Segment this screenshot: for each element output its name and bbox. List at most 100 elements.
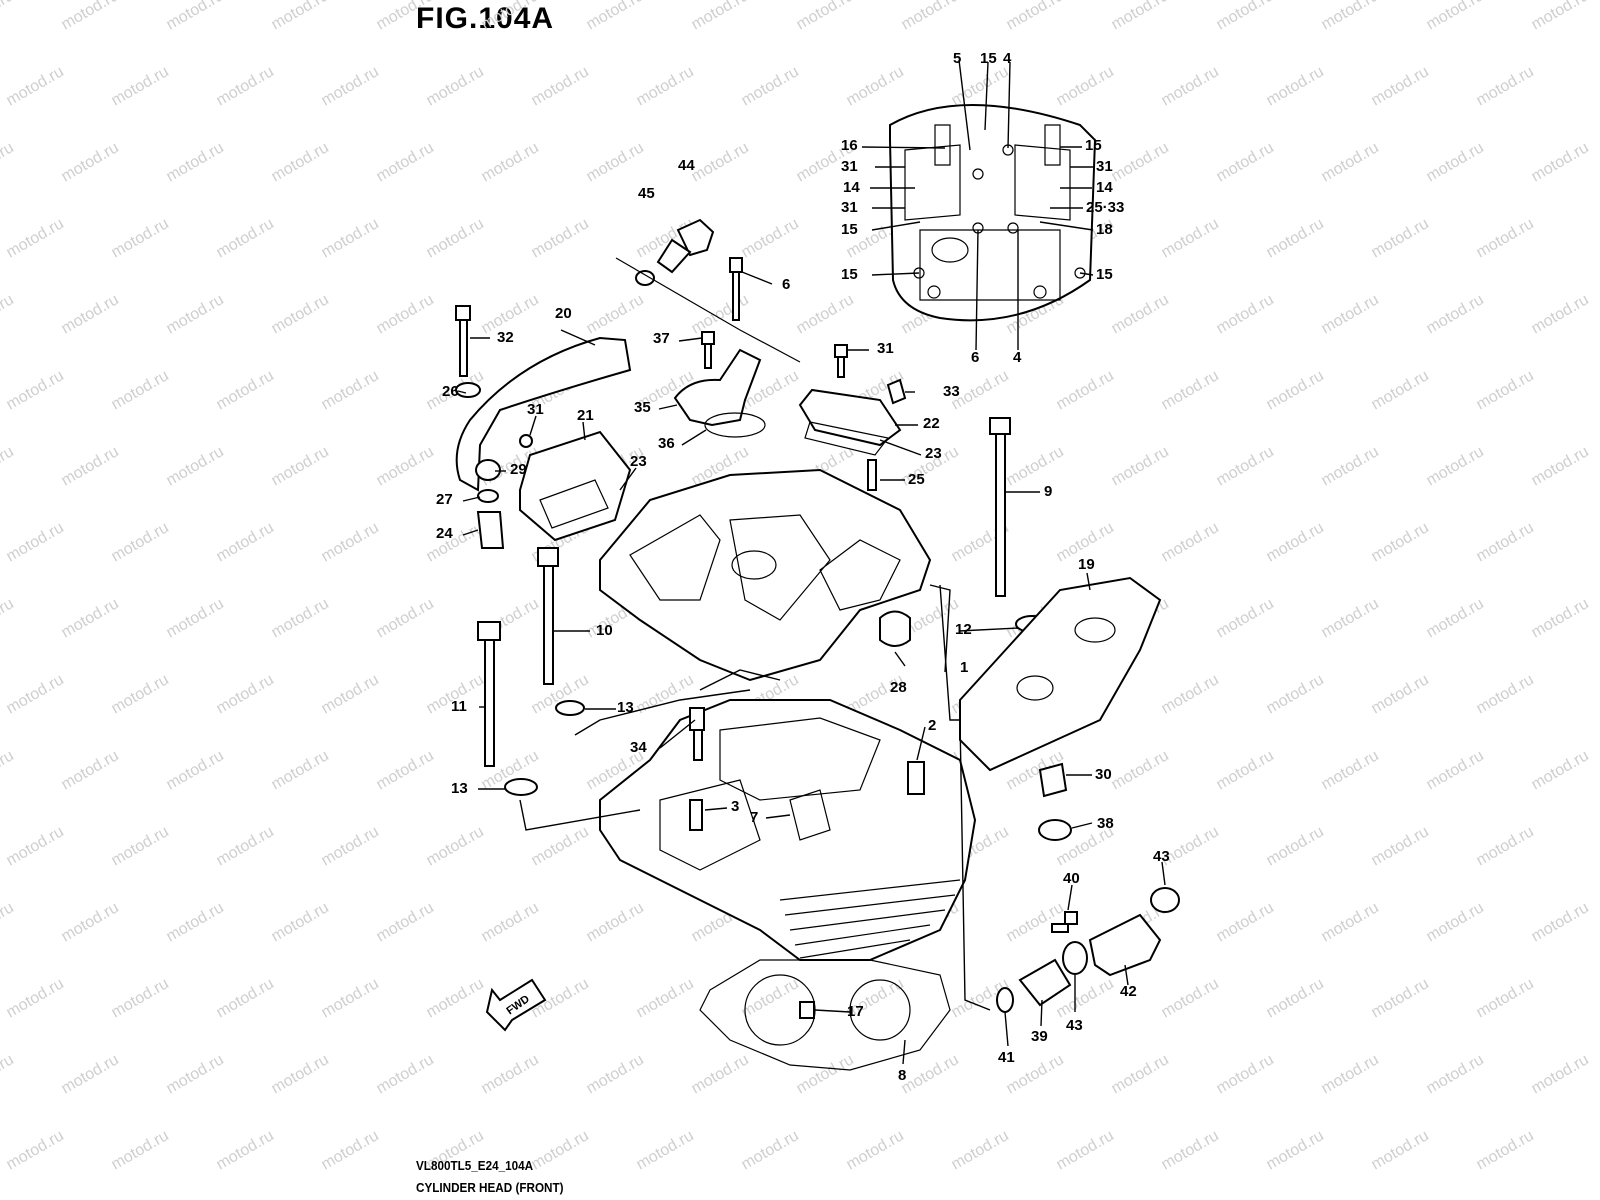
watermark-text: motod.ru — [424, 63, 487, 109]
watermark-text: motod.ru — [164, 139, 227, 185]
watermark-text: motod.ru — [164, 0, 227, 33]
watermark-text: motod.ru — [689, 139, 752, 185]
watermark-text: motod.ru — [4, 1127, 67, 1173]
watermark-text: motod.ru — [214, 519, 277, 565]
watermark-text: motod.ru — [0, 899, 17, 945]
watermark-text: motod.ru — [59, 1051, 122, 1097]
callout-label: 14 — [1096, 179, 1113, 196]
watermark-text: motod.ru — [1054, 1127, 1117, 1173]
watermark-text: motod.ru — [1214, 747, 1277, 793]
watermark-text: motod.ru — [479, 139, 542, 185]
callout-label: 7 — [750, 809, 758, 826]
watermark-text: motod.ru — [1264, 367, 1327, 413]
callout-label: 31 — [841, 199, 858, 216]
callout-label: 28 — [890, 679, 907, 696]
watermark-text: motod.ru — [1369, 671, 1432, 717]
watermark-text: motod.ru — [794, 1051, 857, 1097]
watermark-text: motod.ru — [59, 0, 122, 33]
figure-title: FIG.104A — [416, 2, 555, 35]
watermark-text: motod.ru — [374, 1051, 437, 1097]
watermark-text: motod.ru — [1109, 0, 1172, 33]
screw-31 — [519, 434, 533, 448]
watermark-text: motod.ru — [1319, 443, 1382, 489]
grommet-38 — [1038, 819, 1072, 841]
cover-part-21 — [519, 430, 632, 542]
cap-33 — [886, 378, 907, 405]
watermark-text: motod.ru — [269, 291, 332, 337]
watermark-text: motod.ru — [1474, 367, 1537, 413]
watermark-text: motod.ru — [164, 595, 227, 641]
watermark-text: motod.ru — [479, 899, 542, 945]
watermark-text: motod.ru — [1109, 443, 1172, 489]
watermark-text: motod.ru — [529, 1127, 592, 1173]
callout-label: 13 — [617, 699, 634, 716]
watermark-text: motod.ru — [1214, 443, 1277, 489]
watermark-text: motod.ru — [1264, 215, 1327, 261]
leader-44 — [615, 257, 801, 363]
callout-label: 25 — [908, 471, 925, 488]
callout-label: 11 — [451, 698, 467, 715]
watermark-text: motod.ru — [949, 63, 1012, 109]
watermark-text: motod.ru — [374, 291, 437, 337]
watermark-text: motod.ru — [319, 1127, 382, 1173]
watermark-text: motod.ru — [584, 139, 647, 185]
watermark-text: motod.ru — [1054, 367, 1117, 413]
callout-label: 31 — [1096, 158, 1113, 175]
hose-42 — [1088, 913, 1162, 977]
watermark-text: motod.ru — [1474, 215, 1537, 261]
callout-label: 6 — [971, 349, 979, 366]
watermark-text: motod.ru — [479, 1051, 542, 1097]
bracket-part-20 — [455, 336, 632, 492]
callout-label: 40 — [1063, 870, 1080, 887]
cover-part-19 — [959, 576, 1162, 772]
bolt-9 — [989, 417, 1011, 597]
clamp-43b — [1062, 941, 1088, 975]
watermark-text: motod.ru — [1424, 443, 1487, 489]
callout-label: 10 — [596, 622, 613, 639]
watermark-text: motod.ru — [1319, 291, 1382, 337]
watermark-text: motod.ru — [109, 367, 172, 413]
callout-label: 34 — [630, 739, 647, 756]
watermark-text: motod.ru — [1159, 63, 1222, 109]
watermark-text: motod.ru — [1264, 975, 1327, 1021]
watermark-text: motod.ru — [1369, 215, 1432, 261]
callout-label: 9 — [1044, 483, 1052, 500]
watermark-text: motod.ru — [739, 63, 802, 109]
gasket-36 — [704, 412, 766, 438]
callout-label: 22 — [923, 415, 940, 432]
callout-label: 18 — [1096, 221, 1113, 238]
callout-label: 5 — [953, 50, 961, 67]
watermark-text: motod.ru — [1214, 139, 1277, 185]
watermark-text: motod.ru — [1424, 595, 1487, 641]
watermark-text: motod.ru — [319, 519, 382, 565]
dowel-2 — [907, 761, 925, 795]
watermark-text: motod.ru — [1424, 747, 1487, 793]
fwd-arrow-icon: FWD — [485, 978, 547, 1032]
watermark-text: motod.ru — [1109, 139, 1172, 185]
watermark-text: motod.ru — [739, 975, 802, 1021]
watermark-text: motod.ru — [739, 215, 802, 261]
watermark-text: motod.ru — [0, 139, 17, 185]
watermark-text: motod.ru — [4, 215, 67, 261]
callout-label: 38 — [1097, 815, 1114, 832]
watermark-text: motod.ru — [59, 595, 122, 641]
watermark-text: motod.ru — [1424, 291, 1487, 337]
bolt-37 — [701, 331, 715, 369]
watermark-text: motod.ru — [374, 0, 437, 33]
watermark-text: motod.ru — [424, 215, 487, 261]
callout-label: 15 — [1096, 266, 1113, 283]
watermark-text: motod.ru — [374, 443, 437, 489]
watermark-text: motod.ru — [634, 1127, 697, 1173]
watermark-text: motod.ru — [164, 1051, 227, 1097]
watermark-text: motod.ru — [1159, 215, 1222, 261]
sensor-part-44 — [635, 218, 715, 286]
callout-label: 45 — [638, 185, 655, 202]
watermark-text: motod.ru — [844, 1127, 907, 1173]
watermark-text: motod.ru — [0, 747, 17, 793]
upper-cylinder-head — [599, 468, 932, 682]
watermark-text: motod.ru — [319, 823, 382, 869]
watermark-text: motod.ru — [899, 0, 962, 33]
watermark-text: motod.ru — [689, 1051, 752, 1097]
